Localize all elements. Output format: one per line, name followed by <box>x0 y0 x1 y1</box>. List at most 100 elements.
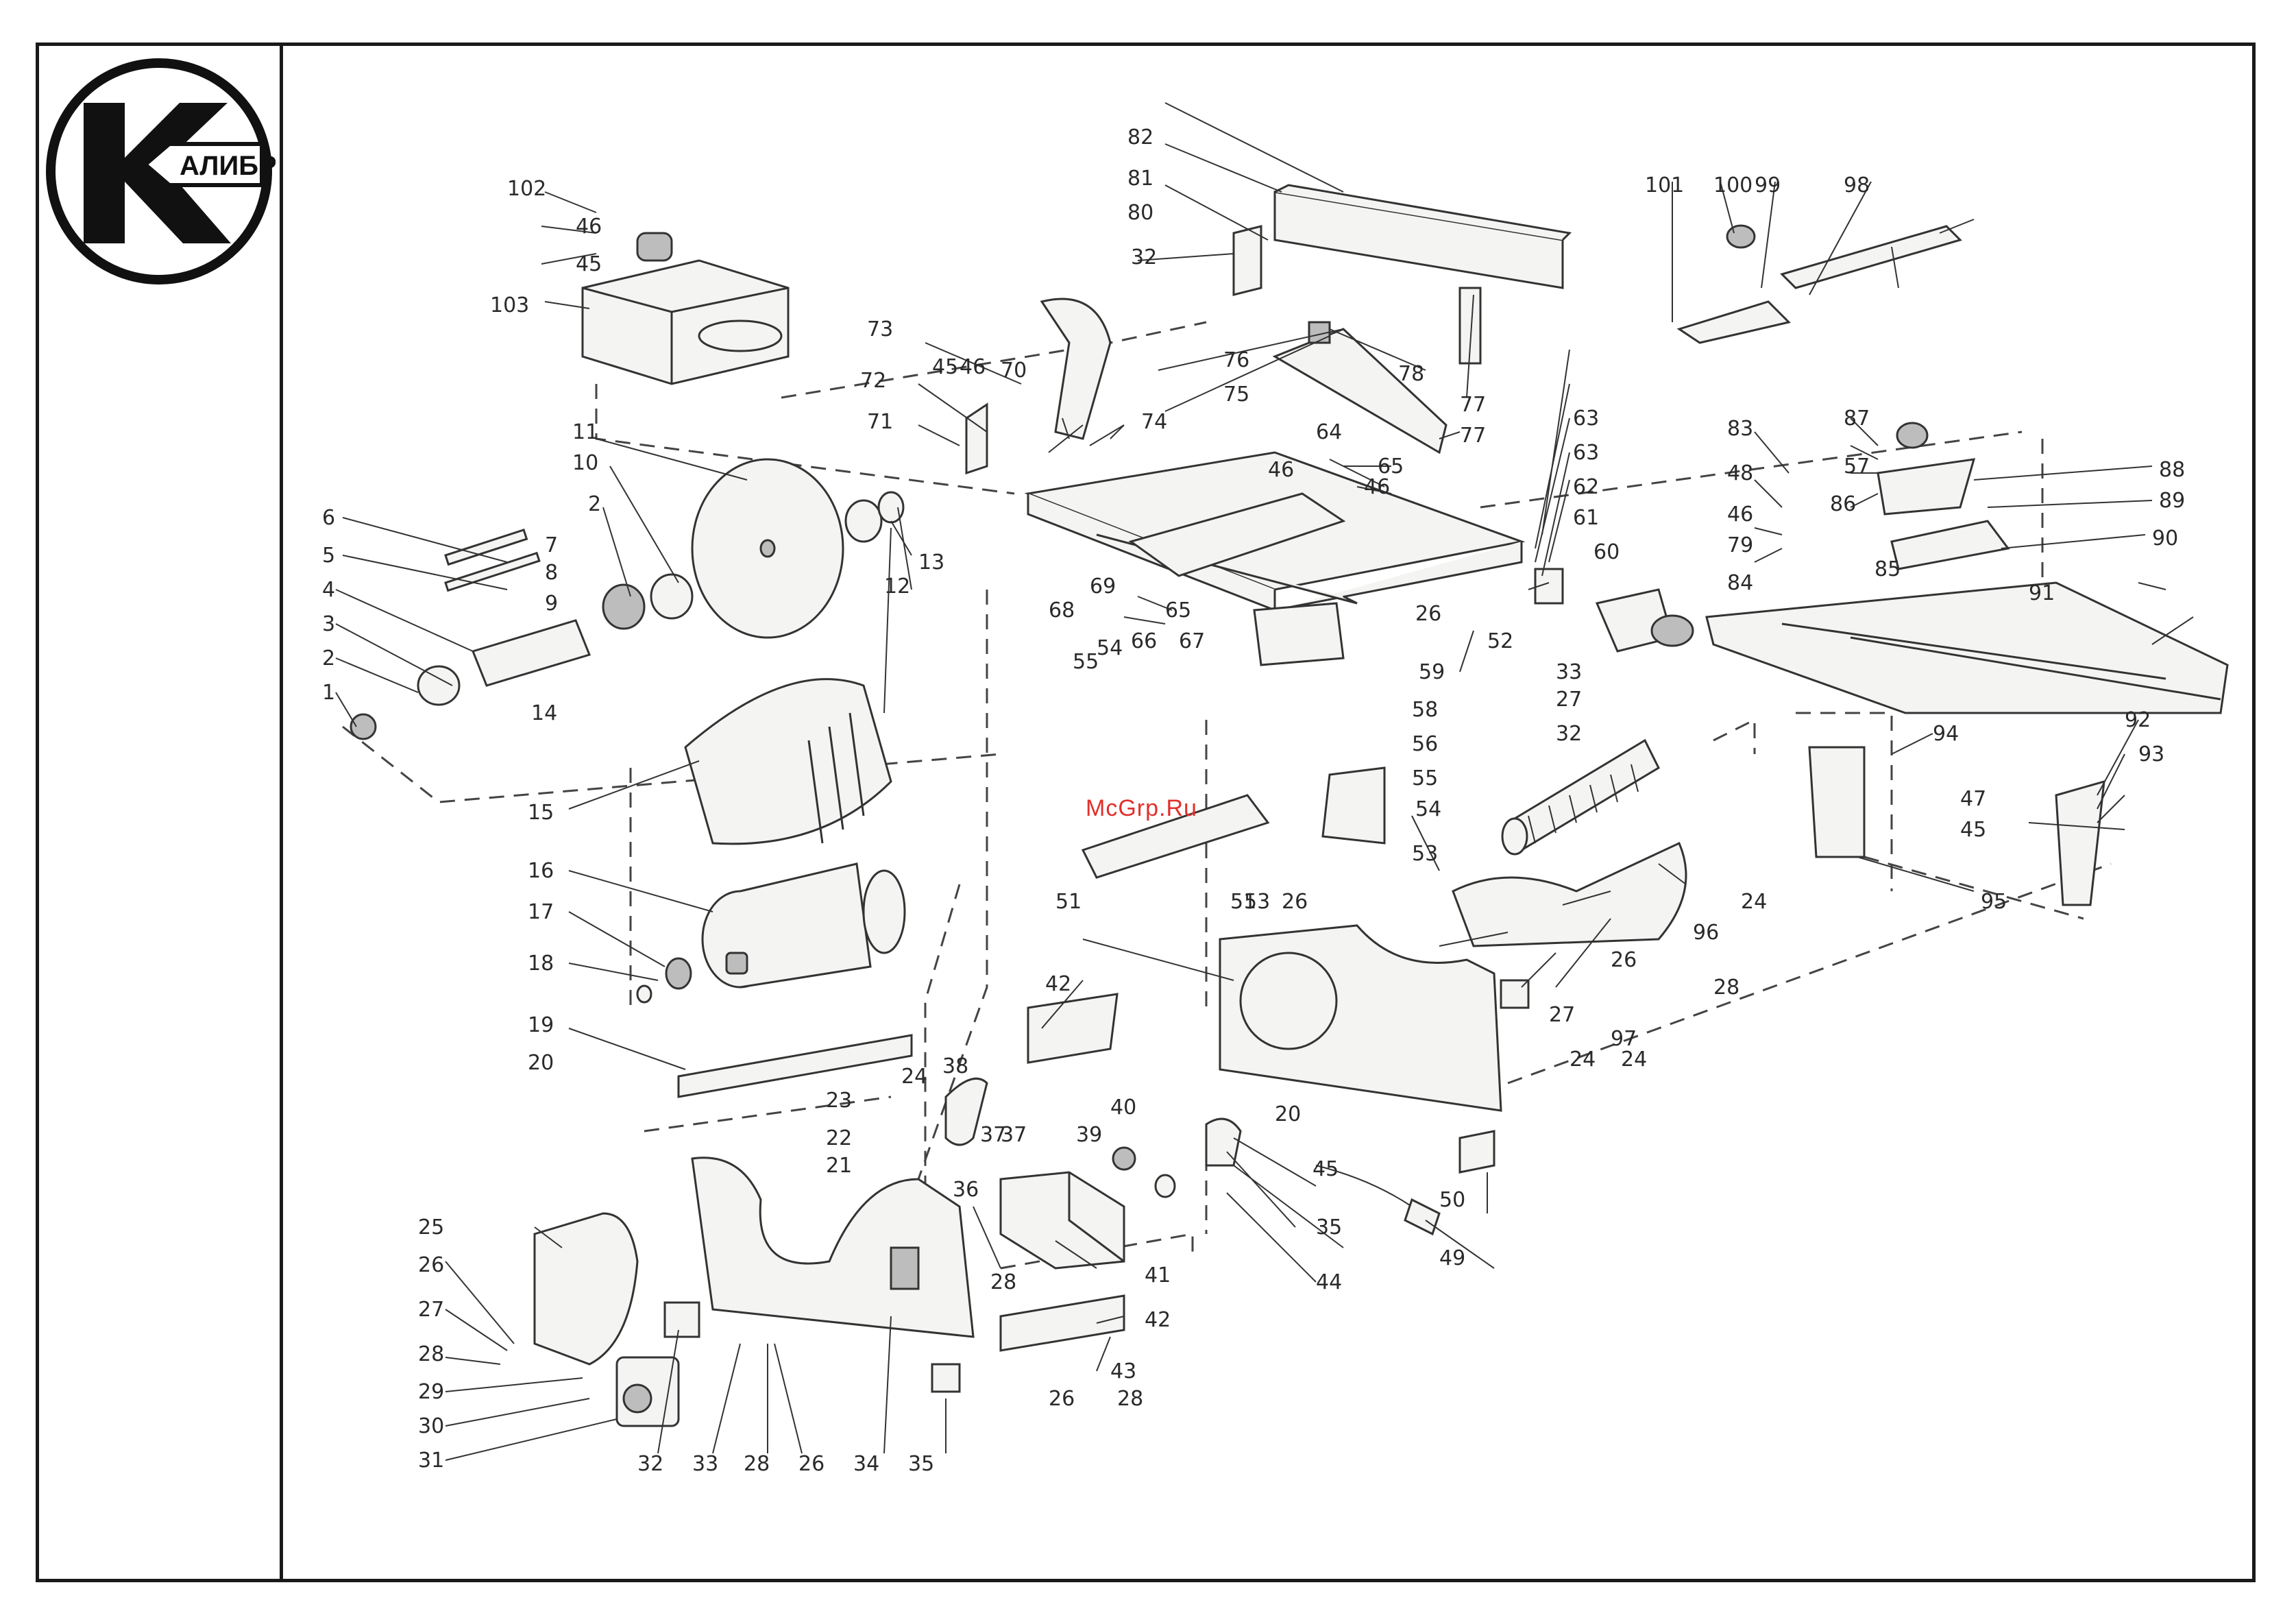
callout: 93 <box>2138 742 2164 766</box>
callout: 101 <box>1645 173 1684 197</box>
callout: 31 <box>418 1449 444 1473</box>
callout: 42 <box>1145 1308 1171 1332</box>
blade-flange <box>844 499 883 543</box>
callout: 26 <box>1415 602 1441 626</box>
callout: 36 <box>953 1178 979 1202</box>
callout: 54 <box>1415 797 1441 821</box>
callout: 27 <box>1549 1003 1575 1027</box>
callout: 92 <box>2125 708 2151 732</box>
callout: 99 <box>1755 173 1781 197</box>
callout: 96 <box>1693 921 1719 945</box>
main-table <box>1024 451 1526 612</box>
callout: 76 <box>1223 348 1249 372</box>
switch-box <box>999 1146 1176 1270</box>
callout: 48 <box>1727 461 1753 485</box>
callout: 51 <box>1055 890 1082 914</box>
watermark: McGrp.Ru <box>1086 795 1197 821</box>
callout: 47 <box>1960 787 1986 811</box>
callout: 68 <box>1049 598 1075 622</box>
callout: 20 <box>1275 1102 1301 1126</box>
back-cover <box>533 1212 639 1366</box>
table-insert <box>1253 602 1345 666</box>
callout: 26 <box>1282 890 1308 914</box>
callout: 24 <box>901 1065 927 1089</box>
callout: 45 <box>1960 818 1986 842</box>
side-plate-lower <box>999 1294 1125 1352</box>
callout: 88 <box>2159 458 2185 482</box>
callout: 53 <box>1412 842 1438 866</box>
callout: 103 <box>490 293 529 317</box>
callout: 27 <box>1556 688 1582 712</box>
support-bracket-left <box>1808 746 1866 858</box>
callout: 24 <box>1570 1048 1596 1072</box>
callout: 74 <box>1141 410 1167 434</box>
callout: 6 <box>322 506 335 530</box>
right-housing <box>1219 924 1502 1112</box>
cord-clamp <box>1458 1130 1495 1174</box>
side-plate-upper <box>1027 993 1119 1064</box>
callout: 29 <box>418 1380 444 1404</box>
callout: 32 <box>637 1452 663 1476</box>
rip-fence <box>1232 184 1572 365</box>
cord-holder <box>1205 1117 1242 1167</box>
callout: 32 <box>1556 722 1582 746</box>
power-plug <box>1404 1198 1441 1236</box>
planer-head-assembly <box>581 232 790 385</box>
callout: 37 <box>1001 1123 1027 1147</box>
callout: 12 <box>884 574 910 598</box>
callout: 100 <box>1713 173 1752 197</box>
callout: 49 <box>1439 1246 1465 1270</box>
callout: 4 <box>322 578 335 602</box>
callout: 80 <box>1127 201 1153 225</box>
callout: 42 <box>1045 972 1071 996</box>
callout: 23 <box>826 1089 852 1113</box>
callout: 78 <box>1398 362 1424 386</box>
callout: 26 <box>1611 948 1637 972</box>
callout: 64 <box>1316 420 1342 444</box>
callout: 82 <box>1127 125 1153 149</box>
callout: 69 <box>1090 574 1116 598</box>
callout: 91 <box>2029 581 2055 605</box>
callout: 24 <box>1741 890 1767 914</box>
page-frame <box>36 43 2256 1582</box>
callout: 19 <box>528 1013 554 1037</box>
callout: 79 <box>1727 533 1753 557</box>
motor-plate <box>677 1034 913 1098</box>
callout: 40 <box>1110 1096 1136 1119</box>
callout: 55 <box>1412 766 1438 790</box>
lock-block <box>1534 568 1564 605</box>
dust-chute <box>1452 841 1687 947</box>
callout: 77 <box>1460 424 1486 448</box>
callout: 33 <box>692 1452 718 1476</box>
callout: 66 <box>1131 629 1157 653</box>
callout: 58 <box>1412 698 1438 722</box>
callout: 16 <box>528 859 554 883</box>
callout: 32 <box>1131 245 1157 269</box>
callout: 11 <box>572 420 598 444</box>
callout: 51 <box>1230 890 1256 914</box>
callout: 67 <box>1179 629 1205 653</box>
callout: 26 <box>418 1253 444 1277</box>
power-switch <box>615 1356 680 1427</box>
callout: 63 <box>1573 441 1599 465</box>
callout: 83 <box>1727 417 1753 441</box>
callout: 46 <box>1364 475 1390 499</box>
callout: 30 <box>418 1414 444 1438</box>
callout: 2 <box>588 492 601 516</box>
callout: 26 <box>1049 1387 1075 1411</box>
callout: 28 <box>1117 1387 1143 1411</box>
callout: 89 <box>2159 489 2185 513</box>
foot-pad <box>931 1363 961 1393</box>
callout: 20 <box>528 1051 554 1075</box>
callout: 41 <box>1145 1263 1171 1287</box>
callout: 7 <box>545 533 558 557</box>
callout: 28 <box>744 1452 770 1476</box>
callout: 84 <box>1727 571 1753 595</box>
callout: 94 <box>1933 722 1959 746</box>
kalibr-logo: АЛИБР <box>46 58 276 285</box>
frame-divider <box>280 43 283 1582</box>
callout: 28 <box>1713 976 1739 1000</box>
callout: 3 <box>322 612 335 636</box>
